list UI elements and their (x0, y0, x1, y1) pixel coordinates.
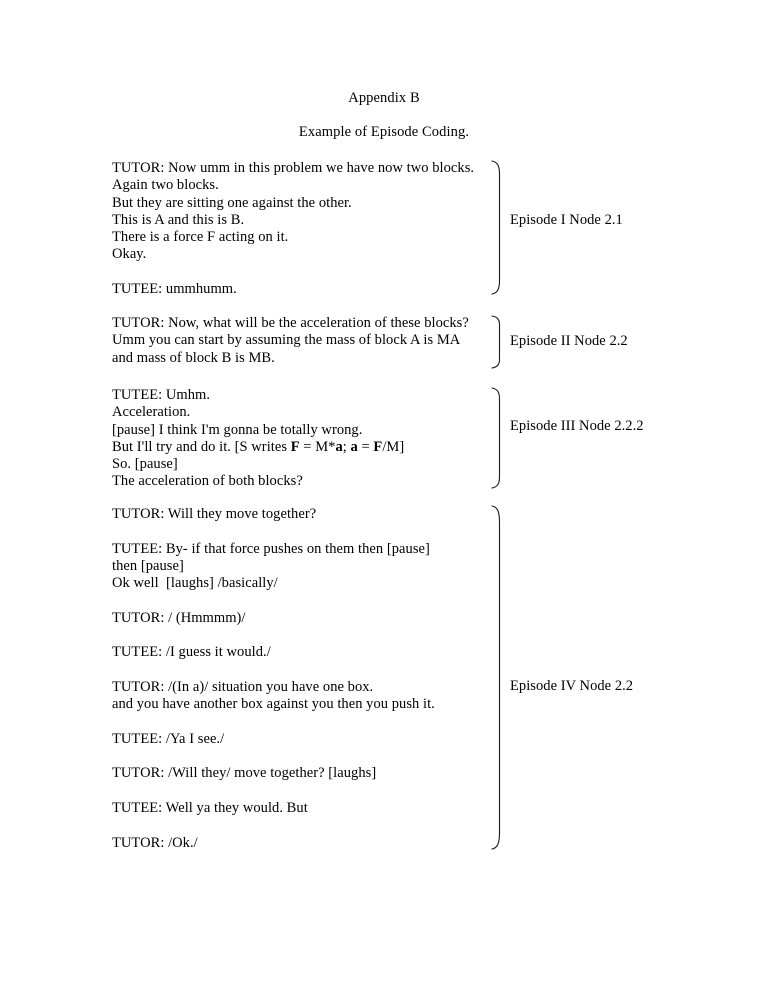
transcript-line: TUTOR: / (Hmmmm)/ (112, 609, 246, 626)
episode-block-2: TUTOR: Now, what will be the acceleratio… (112, 315, 502, 367)
transcript-line: TUTOR: Now, what will be the acceleratio… (112, 315, 469, 331)
transcript-blank-line (112, 523, 502, 540)
transcript-line: There is a force F acting on it. (112, 229, 289, 246)
page-subtitle: Example of Episode Coding. (298, 124, 470, 140)
transcript-text-2: TUTOR: Now, what will be the acceleratio… (112, 315, 502, 367)
transcript-line: Umm you can start by assuming the mass o… (112, 332, 461, 349)
transcript-line: TUTOR: /(In a)/ situation you have one b… (112, 678, 374, 695)
transcript-line: Ok well [laughs] /basically/ (112, 575, 278, 592)
transcript-line: and you have another box against you the… (112, 696, 435, 713)
transcript-blank-line (112, 817, 502, 834)
transcript-blank-line (112, 662, 502, 679)
transcript-line: TUTEE: ummhumm. (112, 281, 237, 298)
episode-label-3: Episode III Node 2.2.2 (510, 418, 644, 434)
transcript-blank-line (112, 264, 502, 281)
transcript-line: So. [pause] (112, 456, 178, 473)
episode-label-4: Episode IV Node 2.2 (510, 678, 634, 694)
episode-block-3: TUTEE: Umhm.Acceleration.[pause] I think… (112, 387, 502, 491)
transcript-blank-line (112, 783, 502, 800)
transcript-line: TUTEE: By- if that force pushes on them … (112, 540, 430, 557)
transcript-line: then [pause] (112, 557, 184, 574)
transcript-line: Acceleration. (112, 404, 191, 421)
transcript-line: TUTOR: /Will they/ move together? [laugh… (112, 765, 377, 782)
episode-block-1: TUTOR: Now umm in this problem we have n… (112, 160, 502, 298)
transcript-line: Okay. (112, 246, 147, 263)
transcript-line: TUTEE: Well ya they would. But (112, 800, 308, 817)
transcript-line: This is A and this is B. (112, 211, 245, 228)
transcript-line: TUTEE: /Ya I see./ (112, 730, 225, 747)
transcript-text-3: TUTEE: Umhm.Acceleration.[pause] I think… (112, 387, 502, 491)
page-title: Appendix B (348, 90, 420, 106)
episode-block-4: TUTOR: Will they move together? TUTEE: By… (112, 506, 502, 852)
transcript-blank-line (112, 714, 502, 731)
transcript-line: TUTOR: Now umm in this problem we have n… (112, 160, 475, 176)
transcript-text-1: TUTOR: Now umm in this problem we have n… (112, 160, 502, 298)
transcript-line: TUTOR: /Ok./ (112, 834, 198, 851)
transcript-line: Again two blocks. (112, 177, 219, 194)
transcript-text-4: TUTOR: Will they move together? TUTEE: By… (112, 506, 502, 852)
transcript-blank-line (112, 748, 502, 765)
transcript-line: TUTEE: Umhm. (112, 387, 211, 403)
transcript-line: TUTOR: Will they move together? (112, 506, 317, 522)
transcript-line: The acceleration of both blocks? (112, 473, 303, 490)
transcript-line: and mass of block B is MB. (112, 349, 275, 366)
episode-label-2: Episode II Node 2.2 (510, 333, 628, 349)
transcript-line: But they are sitting one against the oth… (112, 194, 352, 211)
transcript-line: But I'll try and do it. [S writes F = M*… (112, 438, 405, 455)
transcript-line: [pause] I think I'm gonna be totally wro… (112, 421, 363, 438)
transcript-line: TUTEE: /I guess it would./ (112, 644, 271, 661)
transcript-blank-line (112, 627, 502, 644)
episode-label-1: Episode I Node 2.1 (510, 212, 623, 228)
transcript-blank-line (112, 592, 502, 609)
